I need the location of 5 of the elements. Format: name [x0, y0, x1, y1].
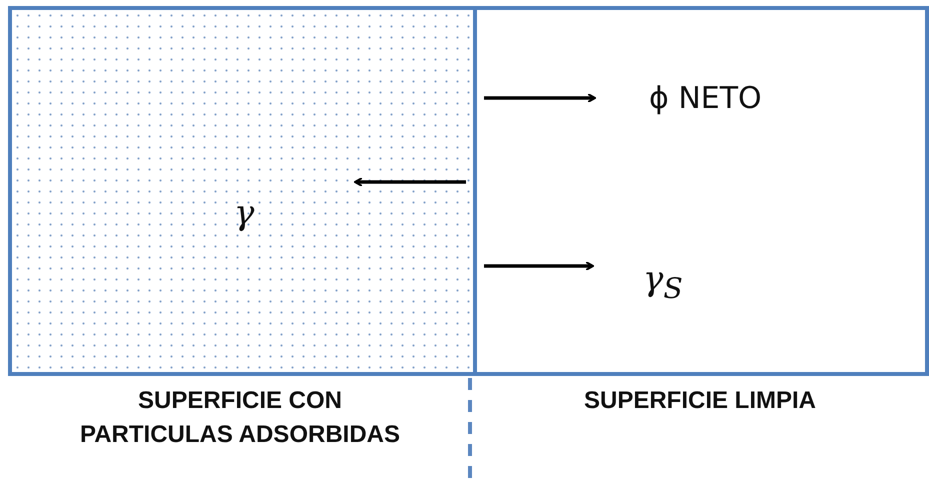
surface-caption: SUPERFICIE LIMPIA [582, 386, 818, 416]
surface-caption: SUPERFICIE CON PARTICULAS ADSORBIDAS [78, 386, 401, 450]
gamma-symbol: γ [234, 196, 254, 230]
net-flux-label: ϕ NETO [649, 84, 762, 114]
gamma-s-symbol: γ$_{S}$ [643, 262, 683, 304]
